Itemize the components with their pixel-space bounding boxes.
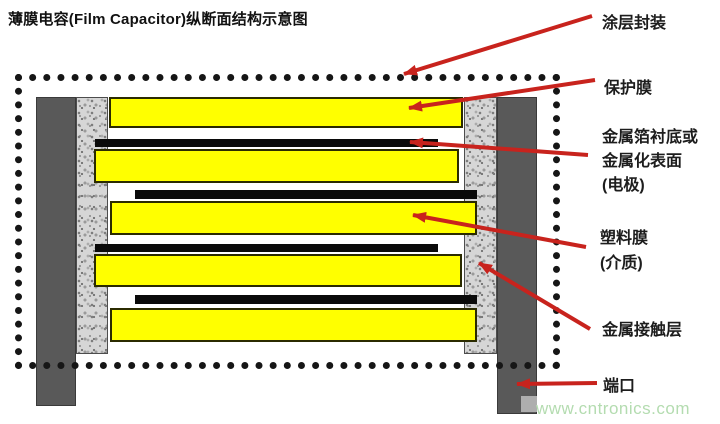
diagram-title: 薄膜电容(Film Capacitor)纵断面结构示意图 — [8, 11, 308, 28]
plastic-film-layer — [94, 149, 459, 183]
electrode-layer — [135, 190, 477, 199]
label-metal-contact-layer: 金属接触层 — [602, 322, 683, 339]
label-electrode: 金属箔衬底或 金属化表面 (电极) — [602, 126, 698, 198]
coating-encapsulation-outline — [15, 74, 560, 369]
label-electrode-line1: 金属箔衬底或 — [602, 129, 699, 146]
protective-film-layer — [109, 97, 463, 128]
label-terminal: 端口 — [603, 378, 636, 395]
arrow-coating — [403, 14, 593, 76]
plastic-film-layer — [94, 254, 462, 287]
label-coating-encapsulation: 涂层封装 — [602, 15, 667, 32]
watermark: www.cntronics.com — [536, 399, 690, 418]
electrode-layer — [95, 139, 438, 147]
label-electrode-line2: 金属化表面 — [602, 153, 683, 170]
electrode-layer — [95, 244, 438, 252]
label-plastic-film: 塑料膜 (介质) — [600, 226, 648, 276]
plastic-film-layer — [110, 308, 477, 342]
electrode-layer — [135, 295, 477, 304]
label-protective-film: 保护膜 — [604, 80, 653, 97]
left-terminal-bar — [36, 97, 76, 406]
label-plastic-film-line2: (介质) — [600, 255, 643, 272]
label-plastic-film-line1: 塑料膜 — [600, 230, 649, 247]
corner-artifact-square — [521, 396, 537, 412]
label-electrode-line3: (电极) — [602, 177, 645, 194]
